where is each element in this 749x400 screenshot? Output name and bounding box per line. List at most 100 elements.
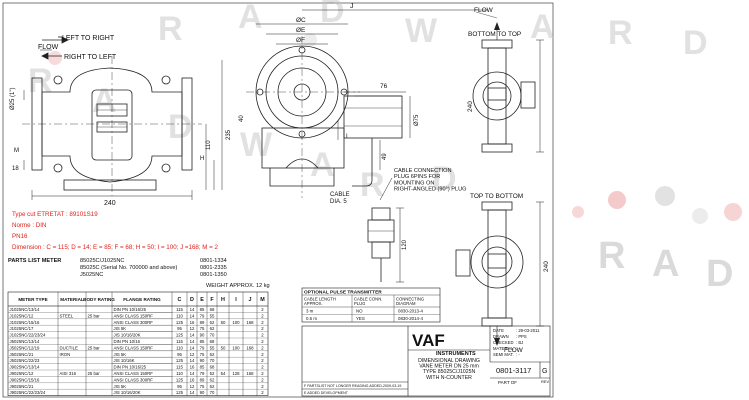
table-cell: 62 — [210, 326, 215, 331]
dim-f: ØF — [296, 37, 305, 44]
transmitter-cell: 0830-2013-4 — [398, 309, 423, 314]
table-cell: JIS 10/16/20K — [114, 390, 141, 395]
red-note-dimensions: Dimension : C = 115; D = 14; E = 85; F =… — [12, 244, 218, 251]
revision-note: E ADDED DEVELOPMENT — [304, 391, 349, 395]
table-cell: 14 — [190, 339, 195, 344]
table-cell: 14 — [190, 390, 195, 395]
table-cell: 2 — [261, 339, 264, 344]
revision-note: F PARTSLIST NOT LONGER READING ADDED-200… — [304, 384, 401, 388]
table-cell: J1025NC/12 — [10, 313, 34, 318]
watermark-top-row: R A D W A R D — [158, 0, 708, 62]
table-cell: JIS 5K — [114, 352, 127, 357]
table-cell: 168 — [246, 345, 254, 350]
watermark-letter: W — [405, 12, 439, 50]
dim-e: ØE — [296, 27, 306, 34]
dim-49: 49 — [382, 153, 388, 160]
watermark-letter: D — [168, 108, 193, 146]
arrow-right-icon — [61, 36, 69, 44]
arrow-left-icon — [41, 52, 49, 60]
meter-circle — [470, 235, 524, 289]
meta-value: : - — [516, 346, 520, 351]
table-cell: 115 — [176, 339, 183, 344]
table-cell: 55 — [210, 313, 215, 318]
transmitter-cell: NO — [356, 309, 363, 314]
table-cell: AISI 316 — [60, 371, 77, 376]
flow-label-bottom: FLOW — [504, 347, 524, 354]
meta-label: SEMI MAT. — [493, 352, 514, 357]
title-block-frame — [301, 325, 551, 397]
side-head — [520, 81, 536, 109]
parts-list-model: J5025NC — [80, 272, 103, 278]
watermark-letter: A — [530, 8, 557, 46]
table-cell: 68 — [210, 307, 215, 312]
table-header: I — [235, 297, 237, 303]
table-cell: 2 — [261, 371, 264, 376]
table-cell: JIS 10/16/20K — [114, 333, 141, 338]
right-view-labels: FLOW BOTTOM TO TOP 240 TOP TO BOTTOM FLO… — [467, 7, 550, 354]
table-cell: 12 — [190, 352, 195, 357]
table-cell: 125 — [176, 390, 184, 395]
table-header: H — [221, 297, 225, 303]
bolt — [161, 75, 171, 85]
table-cell: 14 — [190, 371, 195, 376]
table-cell: DIN PN 10/16/25 — [114, 307, 147, 312]
weight-label: WEIGHT APPROX. 12 kg — [206, 283, 270, 289]
dim-40: 40 — [239, 115, 245, 122]
transmitter-cell: 3 m — [306, 309, 314, 314]
table-cell: 2 — [261, 390, 264, 395]
table-cell: STEEL — [60, 313, 74, 318]
drawing-number: 0801-3117 — [496, 366, 531, 375]
table-cell: 115 — [176, 307, 183, 312]
left-view-labels: LEFT TO RIGHT RIGHT TO LEFT FLOW Ø25 (1"… — [10, 35, 232, 207]
text-line: TYPE 85025C/J1025N — [423, 369, 476, 375]
dim-pipe-diameter: Ø25 (1") — [10, 88, 16, 110]
table-cell: ANSI CLASS 150RF — [114, 313, 154, 318]
table-cell: 128 — [232, 371, 240, 376]
table-cell: 95 — [177, 352, 182, 357]
table-cell: 16 — [190, 377, 195, 382]
meta-value: : 29-03-2011 — [516, 328, 540, 333]
table-cell: ANSI CLASS 300RF — [114, 320, 154, 325]
dim-c: ØC — [296, 17, 306, 24]
table-cell: 75 — [200, 326, 205, 331]
meter-body — [41, 67, 183, 183]
parts-list-model: 85025C (Serial No. 700000 and above) — [80, 265, 177, 271]
table-cell: 2 — [261, 377, 264, 382]
table-header: M — [260, 297, 265, 303]
flow-label: FLOW — [38, 44, 59, 51]
table-cell: 95 — [177, 384, 182, 389]
table-cell: J1025NC/17 — [10, 326, 34, 331]
dim-18: 18 — [12, 166, 19, 172]
watermark-letter: D — [706, 253, 733, 295]
table-cell: J9025NC/21 — [10, 384, 34, 389]
table-cell: J1025NC/22/23/24 — [10, 333, 46, 338]
flow-up-arrow-icon — [494, 22, 500, 30]
dim-110: 110 — [206, 140, 212, 150]
text-line: DIMENSIONAL DRAWING — [418, 358, 480, 364]
red-note-pn: PN16 — [12, 233, 28, 240]
table-cell: J5025NC/12/19 — [10, 345, 40, 350]
table-cell: 75 — [200, 352, 205, 357]
table-cell: 100 — [232, 345, 240, 350]
table-cell: 79 — [200, 313, 205, 318]
table-cell: J9025NC/15/16 — [10, 377, 40, 382]
left-view — [22, 56, 223, 200]
table-header: J — [249, 297, 252, 303]
table-cell: 125 — [176, 320, 184, 325]
table-cell: J5025NC/22/23 — [10, 358, 40, 363]
watermark-dot — [572, 206, 584, 218]
table-header: E — [200, 297, 204, 303]
table-cell: DIN PN 10/16 — [114, 339, 141, 344]
table-frame — [7, 291, 269, 396]
table-cell: 125 — [176, 333, 184, 338]
table-cell: 25 bar — [88, 371, 101, 376]
meta-label: MATERIAL — [493, 346, 514, 351]
table-cell: J9025NC/22/23/24 — [10, 390, 46, 395]
table-cell: 62 — [210, 377, 215, 382]
watermark-letter: A — [238, 0, 265, 36]
watermark-dot — [48, 51, 62, 65]
table-cell: 89 — [200, 320, 205, 325]
table-cell: J5025NC/13/14 — [10, 339, 40, 344]
table-cell: 110 — [176, 345, 183, 350]
